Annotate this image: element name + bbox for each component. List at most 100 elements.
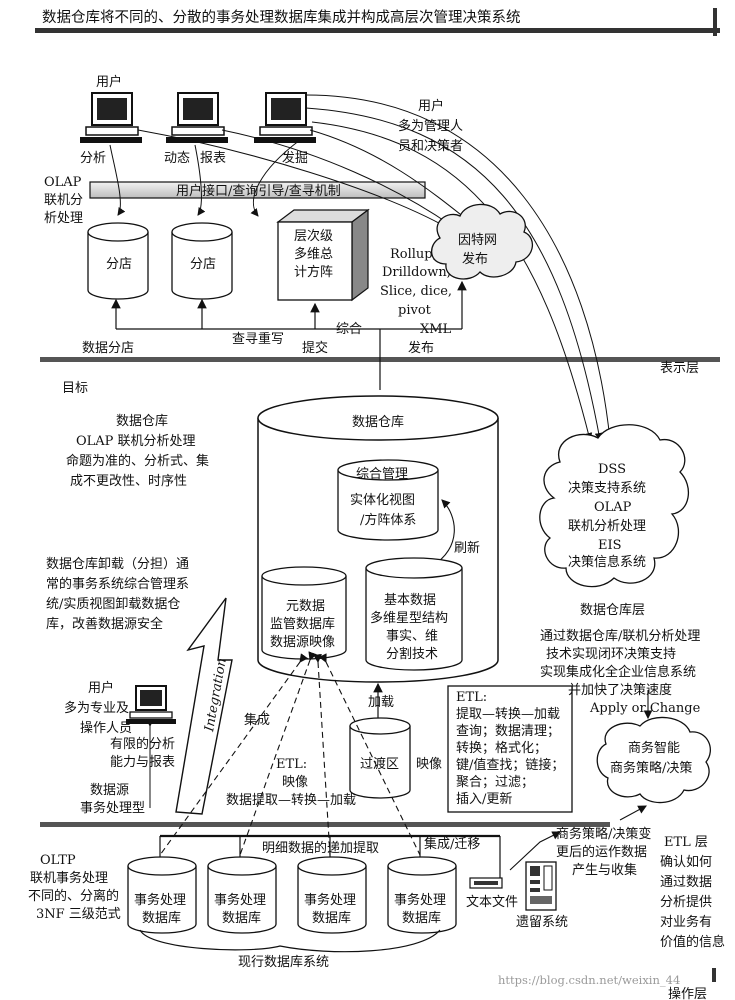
source-line-2: 事务处理型: [80, 800, 145, 816]
users2-line-1: 用户: [88, 680, 114, 696]
branch-db-1: [87, 222, 149, 300]
terminal2-line-1: 有限的分析: [110, 736, 175, 752]
terminal-analysis: [80, 92, 142, 143]
terminal-mining: [254, 92, 316, 143]
ops-line-2: Drilldown,: [382, 265, 451, 280]
layer-presentation-label: 表示层: [660, 361, 699, 376]
terminal-label-mining: 发掘: [282, 150, 308, 166]
etl-separator: [40, 822, 610, 827]
tx-db-3: [297, 856, 367, 934]
etl-desc-2: 通过数据: [660, 875, 712, 890]
branch-db-1-label: 分店: [106, 257, 132, 272]
mgmt-db-title: 综合管理: [356, 467, 408, 482]
etl-box-line-5: 键/值查找；链接；: [456, 757, 564, 773]
managers-note-2: 多为管理人: [398, 118, 463, 134]
tx-db-4-line-1: 事务处理: [394, 892, 446, 908]
base-db-line-3: 事实、维: [386, 629, 438, 644]
etl-desc-3: 分析提供: [660, 894, 712, 910]
ops-line-4: pivot: [398, 303, 432, 318]
dss-cloud: [539, 424, 690, 588]
unload-line-3: 统/实质视图卸载数据仓: [46, 596, 180, 612]
etl-left-1: ETL:: [276, 757, 307, 772]
internet-cloud: [431, 203, 534, 280]
label-xml: XML: [420, 322, 452, 337]
meta-db-line-2: 监管数据库: [270, 616, 335, 632]
current-db-label: 现行数据库系统: [238, 954, 329, 970]
oltp-line-4: 3NF 三级范式: [36, 907, 121, 922]
etl-left-2: 映像: [282, 775, 308, 790]
etl-box: [447, 685, 573, 813]
text-file-icon: [469, 877, 503, 889]
goal-line-3: 命题为准的、分析式、集: [66, 453, 209, 469]
migrate-label: 集成/迁移: [424, 836, 480, 852]
managers-note-1: 用户: [418, 98, 444, 114]
etl-box-line-2: 提取—转换—加载: [456, 706, 560, 722]
base-db: [365, 557, 463, 671]
dw-desc-1: 通过数据仓库/联机分析处理: [540, 628, 700, 644]
staging-db: [349, 717, 411, 799]
meta-db-line-1: 元数据: [286, 599, 325, 614]
base-db-line-1: 基本数据: [384, 593, 436, 608]
dss-line-2: 决策支持系统: [568, 480, 646, 496]
tx-db-1-line-2: 数据库: [142, 910, 181, 926]
etl-box-line-7: 插入/更新: [456, 791, 512, 807]
change-note-1: 商务策略/决策变: [556, 826, 651, 842]
tx-db-1-line-1: 事务处理: [134, 892, 186, 908]
layer-warehouse-label: 数据仓库层: [580, 602, 645, 618]
page-title: 数据仓库将不同的、分散的事务处理数据库集成并构成高层次管理决策系统: [42, 9, 521, 26]
layer-operation-label: 操作层: [668, 986, 707, 1000]
base-db-line-2: 多维星型结构: [370, 610, 448, 626]
bi-line-1: 商务智能: [628, 740, 680, 756]
mgmt-db: [337, 459, 439, 541]
dss-line-4: 联机分析处理: [568, 519, 646, 534]
goal-line-2: OLAP 联机分析处理: [76, 434, 196, 449]
unload-line-2: 常的事务系统综合管理系: [46, 576, 189, 592]
internet-line-1: 因特网: [458, 233, 497, 248]
integrate-cn-label: 集成: [244, 712, 270, 728]
tx-db-4-line-2: 数据库: [402, 910, 441, 926]
unload-line-1: 数据仓库卸载（分担）通: [46, 556, 189, 572]
current-db-brace: [139, 929, 441, 953]
etl-desc-5: 价值的信息: [660, 934, 725, 950]
ops-line-1: Rollup,: [390, 247, 437, 262]
internet-line-2: 发布: [462, 251, 488, 267]
cube-line-2: 多维总: [294, 246, 333, 262]
detail-extract-label: 明细数据的递加提取: [262, 840, 379, 856]
oltp-line-2: 联机事务处理: [30, 870, 108, 886]
etl-box-line-4: 转换；格式化；: [456, 740, 547, 756]
managers-note-3: 员和决策者: [398, 138, 463, 154]
branch-db-2-label: 分店: [190, 257, 216, 272]
footer-mark: [712, 968, 716, 982]
mgmt-db-line-2: /方阵体系: [360, 512, 416, 528]
etl-box-line-6: 聚合；过滤；: [456, 775, 534, 790]
users2-line-3: 操作人员: [80, 720, 132, 736]
header-right-mark: [713, 8, 717, 36]
users2-line-2: 多为专业及: [64, 700, 129, 716]
ops-line-3: Slice, dice,: [380, 284, 452, 299]
meta-db-line-3: 数据源映像: [270, 635, 335, 650]
change-note-3: 产生与收集: [572, 862, 637, 878]
oltp-line-1: OLTP: [40, 853, 76, 868]
etl-desc-4: 对业务有: [660, 914, 712, 930]
staging-label: 过渡区: [360, 756, 399, 772]
load-label: 加载: [368, 695, 394, 710]
header-bar-top: [35, 28, 720, 33]
dss-line-5: EIS: [598, 538, 622, 553]
dw-desc-4: 并加快了决策速度: [568, 682, 672, 698]
etl-box-line-3: 查询；数据清理；: [456, 724, 560, 739]
label-integrate: 综合: [336, 322, 362, 337]
interface-bar-label: 用户接口/查询引导/查寻机制: [176, 183, 341, 199]
tx-db-2-line-1: 事务处理: [214, 892, 266, 908]
terminal-operator: [126, 685, 176, 724]
source-line-1: 数据源: [90, 783, 129, 798]
tx-db-3-line-2: 数据库: [312, 910, 351, 926]
apply-label: Apply or Change: [589, 701, 701, 716]
refresh-label: 刷新: [454, 540, 480, 556]
cube-line-3: 计方阵: [294, 264, 333, 280]
base-db-line-4: 分割技术: [386, 646, 438, 662]
goal-label: 目标: [62, 381, 88, 396]
bi-cloud: [596, 716, 711, 804]
tx-db-1: [127, 856, 197, 934]
branch-db-2: [171, 222, 233, 300]
etl-desc-1: 确认如何: [660, 854, 712, 870]
